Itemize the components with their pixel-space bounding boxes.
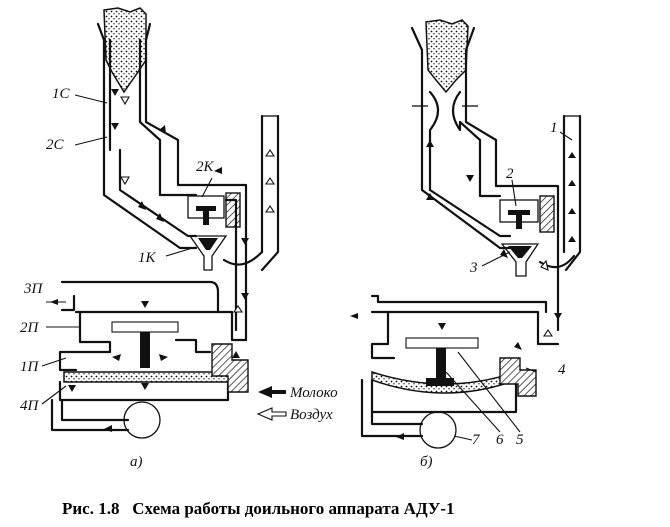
callout-6: 6 [496, 432, 504, 448]
callout-1s: 1С [52, 86, 71, 102]
legend-air-label: Воздух [290, 407, 333, 423]
panel-a-schematic: 1С 2С 2К 1К 3П 2П 1П 4П а) [20, 7, 280, 470]
callout-2: 2 [506, 166, 514, 182]
callout-leaders-a [41, 94, 213, 405]
flow-arrows-b [426, 140, 576, 320]
legend-milk-label: Молоко [289, 385, 338, 401]
callout-2p: 2П [20, 320, 40, 336]
callout-7: 7 [472, 432, 481, 448]
callout-4p: 4П [20, 398, 40, 414]
callout-4: 4 [558, 362, 566, 378]
collector-arrows-a [50, 299, 244, 432]
callout-5: 5 [516, 432, 524, 448]
air-arrow-icon [256, 407, 287, 421]
panel-b-label: б) [420, 454, 433, 470]
figure-caption: Рис. 1.8 Схема работы доильного аппарата… [62, 499, 455, 518]
collector-b [360, 294, 560, 449]
teat-cup-a [96, 7, 152, 152]
collector-a [50, 280, 249, 439]
callout-2s: 2С [46, 137, 65, 153]
callout-3: 3 [469, 260, 478, 276]
callout-1k: 1К [138, 250, 157, 266]
tubes-b [420, 114, 582, 332]
flow-arrows-a [111, 89, 276, 300]
callout-3p: 3П [23, 281, 44, 297]
panel-a-label: а) [130, 454, 143, 470]
callout-2k: 2К [196, 159, 215, 175]
collector-arrows-b [350, 313, 554, 440]
milk-arrow-icon [258, 386, 286, 398]
panel-b-schematic: 1 2 3 4 5 6 7 б) [350, 19, 582, 470]
callout-1p: 1П [20, 359, 40, 375]
tubes-a [102, 114, 280, 342]
callout-1: 1 [550, 120, 558, 136]
teat-cup-b [410, 19, 478, 192]
callout-leaders-b [445, 131, 573, 441]
legend: Молоко Воздух [256, 385, 338, 423]
